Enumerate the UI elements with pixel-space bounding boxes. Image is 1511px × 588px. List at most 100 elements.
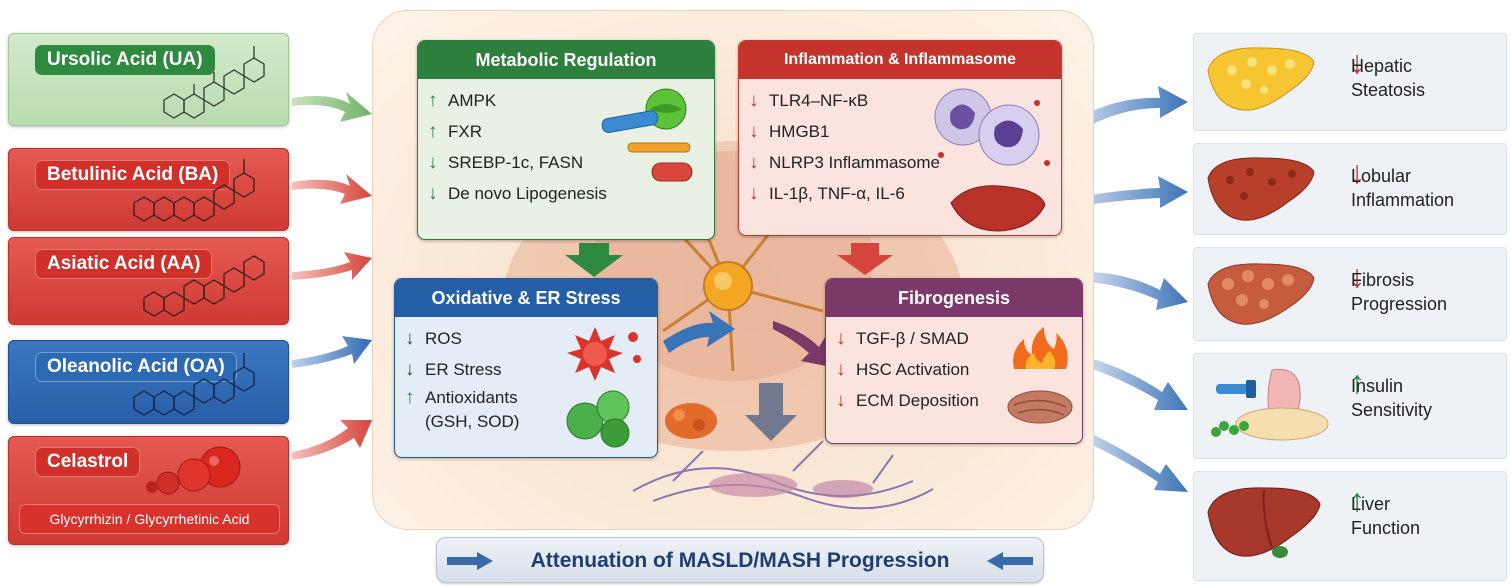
purple-arrow	[773, 321, 831, 367]
arrow-out-1	[1066, 86, 1188, 136]
mechanism-item: ↓ECM Deposition	[836, 385, 1082, 416]
metabolic-regulation-box: Metabolic Regulation ↑AMPK ↑FXR ↓SREBP-1…	[417, 40, 715, 240]
compound-label: Celastrol	[35, 447, 141, 477]
down-arrow-icon: ↓	[836, 390, 846, 411]
compound-card-celastrol: Celastrol Glycyrrhizin / Glycyrrhetinic …	[8, 436, 289, 545]
pill-capsule-icon	[601, 88, 693, 182]
immune-cells-icon	[934, 88, 1050, 232]
blue-right-arrow	[663, 311, 735, 353]
mechanism-item: (GSH, SOD)	[425, 412, 520, 431]
compound-card-oleanolic-acid: Oleanolic Acid (OA)	[8, 340, 289, 424]
triterpene-structure-icon	[133, 159, 255, 222]
down-arrow-icon: ↓	[749, 152, 759, 173]
mechanism-item: ↑FXR	[428, 116, 714, 147]
down-arrow-icon: ↓	[405, 328, 415, 349]
up-arrow-icon: ↑	[405, 387, 415, 408]
inflammation-box: Inflammation & Inflammasome ↓TLR4–NF-κB …	[738, 40, 1062, 236]
mechanism-item: ↓ER Stress	[405, 354, 657, 385]
down-arrow-icon: ↓	[836, 359, 846, 380]
fatty-liver-icon	[1207, 47, 1315, 111]
box-title: Metabolic Regulation	[418, 41, 714, 79]
compound-label: Oleanolic Acid (OA)	[35, 352, 237, 382]
oxidative-stress-box: Oxidative & ER Stress ↓ROS ↓ER Stress ↑A…	[394, 278, 658, 458]
triterpene-structure-icon	[133, 353, 255, 416]
up-arrow-icon: ↑	[428, 121, 438, 142]
mechanism-item: ↓SREBP-1c, FASN	[428, 147, 714, 178]
mechanism-item: ↓HMGB1	[749, 116, 1061, 147]
arrow-oa	[292, 336, 372, 368]
banner-text: Attenuation of MASLD/MASH Progression	[530, 549, 950, 572]
fibroblast-network-icon	[632, 440, 934, 510]
box-title: Oxidative & ER Stress	[395, 279, 657, 317]
down-arrow-icon: ↓	[1349, 258, 1365, 294]
box-title: Fibrogenesis	[826, 279, 1082, 317]
mechanism-item: ↑AMPK	[428, 85, 714, 116]
compound-card-ursolic-acid: Ursolic Acid (UA)	[8, 33, 289, 126]
compound-label: Asiatic Acid (AA)	[35, 249, 213, 279]
arrow-celastrol	[292, 420, 372, 460]
pancreas-icon	[1211, 368, 1329, 441]
up-arrow-icon: ↑	[1349, 482, 1365, 518]
arrow-aa	[292, 252, 372, 280]
mechanism-item: ↓TGF-β / SMAD	[836, 323, 1082, 354]
fibrogenesis-box: Fibrogenesis ↓TGF-β / SMAD ↓HSC Activati…	[825, 278, 1083, 444]
healthy-liver-icon	[1207, 487, 1321, 558]
triterpene-structure-icon	[143, 255, 265, 317]
mechanism-item: ↑Antioxidants	[405, 385, 657, 411]
down-arrow-icon: ↓	[1349, 154, 1365, 190]
arrow-out-2	[1066, 176, 1188, 208]
down-arrow-icon: ↓	[1349, 44, 1365, 80]
down-arrow-icon: ↓	[428, 152, 438, 173]
mechanism-item: ↓NLRP3 Inflammasome	[749, 147, 1061, 178]
mechanism-item: ↓IL-1β, TNF-α, IL-6	[749, 178, 1061, 209]
up-arrow-icon: ↑	[1349, 364, 1365, 400]
attenuation-banner: Attenuation of MASLD/MASH Progression	[436, 537, 1044, 583]
mechanism-item: ↓ROS	[405, 323, 657, 354]
compound-label: Ursolic Acid (UA)	[35, 45, 215, 75]
box-title: Inflammation & Inflammasome	[739, 41, 1061, 79]
red-down-arrow	[837, 243, 893, 275]
mechanism-item: ↓De novo Lipogenesis	[428, 178, 714, 209]
down-arrow-icon: ↓	[836, 328, 846, 349]
down-arrow-icon: ↓	[749, 183, 759, 204]
mechanism-item: ↓TLR4–NF-κB	[749, 85, 1061, 116]
ros-burst-icon	[567, 327, 641, 381]
hepatocyte-cluster-icon	[665, 403, 717, 439]
antioxidant-molecule-icon	[566, 390, 630, 448]
right-arrow-icon	[447, 552, 493, 570]
gray-down-arrow	[745, 383, 797, 441]
compound-card-asiatic-acid: Asiatic Acid (AA)	[8, 237, 289, 325]
inflamed-liver-icon	[1207, 157, 1315, 221]
ecm-tissue-icon	[1007, 390, 1073, 424]
ros-antioxidant-icon	[566, 327, 641, 448]
arrow-out-4	[1084, 356, 1188, 410]
arrow-out-3	[1084, 272, 1188, 310]
up-arrow-icon: ↑	[428, 90, 438, 111]
arrow-out-5	[1078, 428, 1188, 492]
triterpene-structure-icon	[163, 46, 265, 119]
down-arrow-icon: ↓	[749, 90, 759, 111]
arrow-ua	[292, 92, 372, 122]
mechanism-item: ↓HSC Activation	[836, 354, 1082, 385]
celastrol-molecule-icon	[146, 446, 241, 495]
down-arrow-icon: ↓	[405, 359, 415, 380]
fibrosis-icon	[1007, 327, 1073, 424]
arrow-ba	[292, 174, 372, 204]
compound-card-betulinic-acid: Betulinic Acid (BA)	[8, 148, 289, 231]
down-arrow-icon: ↓	[749, 121, 759, 142]
liver-icon	[950, 185, 1046, 232]
down-arrow-icon: ↓	[428, 183, 438, 204]
compound-label: Betulinic Acid (BA)	[35, 160, 231, 190]
